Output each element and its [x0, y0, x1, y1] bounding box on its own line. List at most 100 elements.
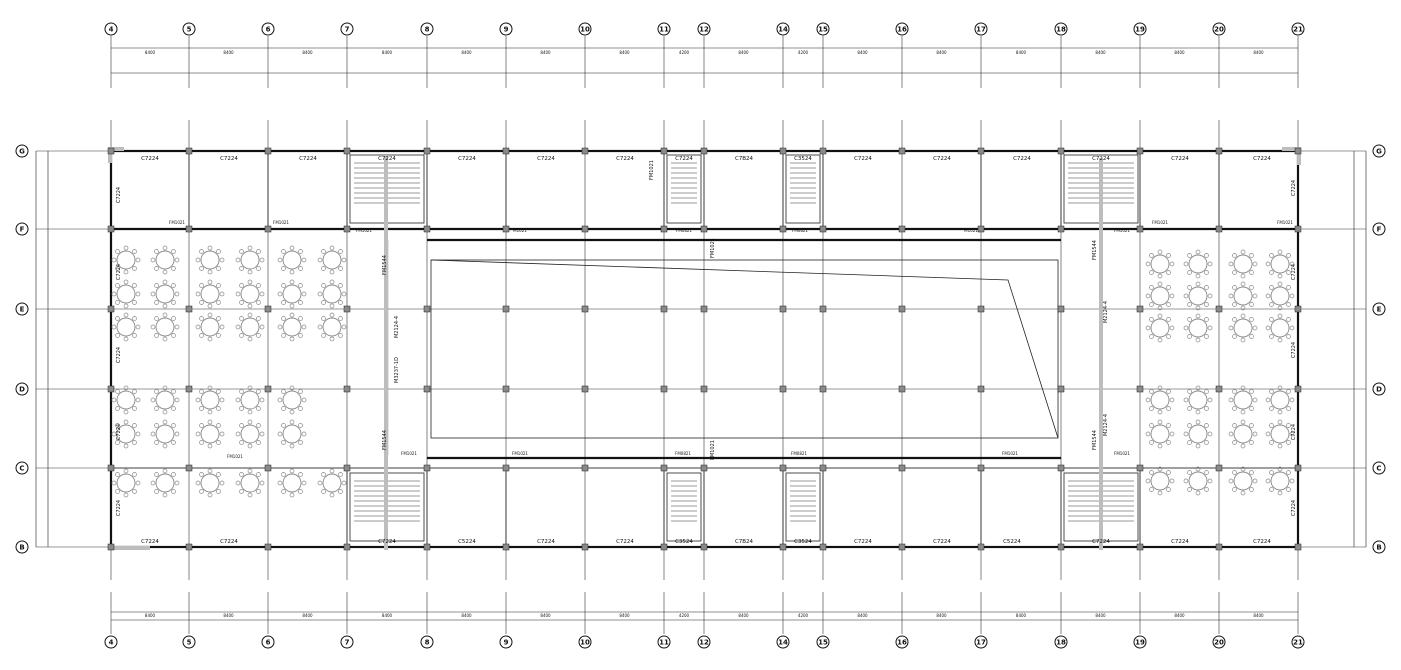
dining-table [317, 279, 347, 309]
chair [239, 389, 244, 394]
column [898, 464, 906, 472]
chair [239, 440, 244, 445]
column [581, 305, 589, 313]
chair [298, 283, 303, 288]
bubble-label: 12 [699, 26, 709, 34]
dining-table [111, 468, 141, 498]
bubble-label: B [19, 544, 24, 552]
stair-enclosure [666, 472, 702, 542]
bubble-label: 14 [778, 26, 788, 34]
chair [1157, 249, 1163, 255]
dining-table [195, 245, 225, 275]
dimension-text: 8400 [1016, 613, 1027, 618]
column [581, 225, 589, 233]
door-tag: FM0821 [676, 228, 692, 233]
chair [247, 492, 253, 498]
chair [1169, 293, 1175, 299]
walls [109, 149, 1300, 549]
chair [329, 245, 335, 251]
chair [1269, 470, 1274, 475]
chair [256, 489, 261, 494]
bubble-circle [1291, 635, 1305, 649]
column-axis-bubble: 9 [499, 635, 513, 649]
chair [277, 324, 283, 330]
highlight-bar [108, 147, 124, 151]
chair [150, 257, 156, 263]
vertical-tag: FM1544 [382, 255, 388, 275]
chair [1187, 423, 1192, 428]
chair [174, 480, 180, 486]
dining-table [235, 385, 265, 415]
vertical-tag: C7224 [1291, 424, 1297, 440]
chair [115, 389, 120, 394]
chair [1207, 478, 1213, 484]
column [660, 543, 668, 551]
vertical-tag: M2124-4 [1103, 414, 1109, 436]
vertical-tag: FM1544 [1092, 240, 1098, 260]
dimension-text: 8400 [1174, 613, 1185, 618]
dining-table [317, 312, 347, 342]
window-tag: C7224 [854, 156, 872, 162]
chair [235, 291, 241, 297]
chair [289, 468, 295, 474]
chair [219, 291, 225, 297]
chair [1157, 409, 1163, 415]
chair [123, 385, 129, 391]
chair [256, 249, 261, 254]
chair [1204, 440, 1209, 445]
chair [289, 492, 295, 498]
chair [115, 249, 120, 254]
chair [1195, 466, 1201, 472]
vertical-tag: FM1021 [710, 440, 716, 460]
chair [162, 385, 168, 391]
column [185, 225, 193, 233]
column [779, 305, 787, 313]
column-axis-bubble: 7 [340, 635, 354, 649]
bubble-label: 8 [425, 639, 430, 647]
table-top [1233, 254, 1253, 274]
bubble-circle [15, 222, 29, 236]
stairwell [666, 472, 702, 542]
chair [1232, 406, 1237, 411]
door-tag: FM1021 [273, 220, 289, 225]
dimension-text: 8400 [382, 50, 393, 55]
column [502, 147, 510, 155]
chair [207, 279, 213, 285]
table-top [1270, 471, 1290, 491]
chair [1204, 334, 1209, 339]
dimension-text: 8400 [145, 50, 156, 55]
bubble-circle [1372, 302, 1386, 316]
table-top [155, 390, 175, 410]
column [343, 543, 351, 551]
chair [111, 397, 117, 403]
chair [298, 406, 303, 411]
chair [216, 472, 221, 477]
chair [216, 266, 221, 271]
window-tag: C7224 [299, 156, 317, 162]
dining-table [1265, 466, 1295, 496]
bubble-circle [1212, 22, 1226, 36]
chair [1157, 281, 1163, 287]
chair [150, 431, 156, 437]
chair [132, 283, 137, 288]
dining-table [277, 419, 307, 449]
chair [1277, 337, 1283, 343]
chair [1240, 385, 1246, 391]
column [185, 147, 193, 155]
column [898, 543, 906, 551]
column-axis-bubble: 4 [104, 635, 118, 649]
row-axis-bubble: B [15, 540, 29, 554]
column [581, 543, 589, 551]
window-tag: C7224 [537, 156, 555, 162]
chair [1269, 389, 1274, 394]
door-tag: FM1021 [1114, 451, 1130, 456]
chair [207, 269, 213, 275]
chair [132, 300, 137, 305]
chair [1149, 389, 1154, 394]
chair [1204, 470, 1209, 475]
chair [216, 389, 221, 394]
dimension-text: 8400 [738, 50, 749, 55]
column [343, 225, 351, 233]
chair [239, 283, 244, 288]
